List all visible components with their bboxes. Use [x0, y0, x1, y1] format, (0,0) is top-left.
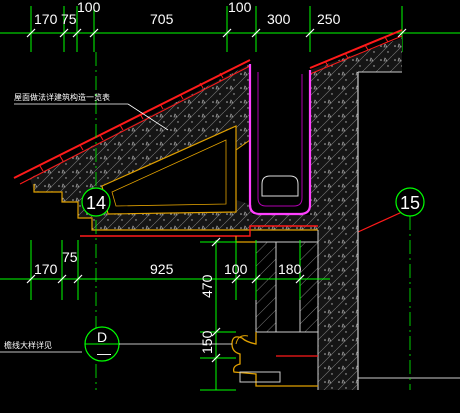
vertical-dim-150: 150: [199, 330, 215, 354]
axis-label-14: 14: [86, 193, 106, 213]
top-dim-705: 705: [150, 11, 174, 27]
bottom-dim-75: 75: [62, 249, 78, 265]
roof-surface-left: [13, 59, 251, 179]
cornice-molding: [231, 332, 318, 387]
top-dim-100-right: 100: [228, 0, 252, 15]
top-dim-75: 75: [61, 11, 77, 27]
column: [235, 236, 319, 333]
detail-callout: 檐线大样详见 D —: [0, 326, 232, 362]
top-dim-170: 170: [34, 11, 58, 27]
detail-note-text: 檐线大样详见: [4, 340, 52, 350]
detail-ref-bottom: —: [97, 345, 111, 361]
vertical-dim-470: 470: [199, 274, 215, 298]
top-dim-100-left: 100: [77, 0, 101, 15]
top-dim-300: 300: [267, 11, 291, 27]
right-wall: [317, 71, 460, 390]
top-dim-250: 250: [317, 11, 341, 27]
bottom-dim-100: 100: [224, 261, 248, 277]
eave-edge-outline: [33, 184, 318, 231]
vertical-dimension-chain: 470 150: [199, 237, 236, 391]
bottom-dim-925: 925: [150, 261, 174, 277]
bottom-dimension-chain: 170 75 925 100 180: [0, 240, 330, 300]
axis-marker-15: 15: [395, 187, 425, 390]
axis-marker-14: 14: [81, 52, 111, 390]
roof-note-text: 屋面做法详建筑构造一览表: [14, 92, 110, 102]
axis-label-15: 15: [400, 193, 420, 213]
bottom-dim-180: 180: [278, 261, 302, 277]
roof-slab: [13, 29, 403, 258]
detail-ref-top: D: [97, 329, 107, 345]
gutter: [248, 64, 312, 216]
soffit-line: [80, 225, 318, 237]
roof-note: 屋面做法详建筑构造一览表: [14, 92, 169, 131]
bottom-dim-170: 170: [34, 261, 58, 277]
top-dimension-chain: 170 75 100 705 100 300 250: [0, 0, 460, 52]
